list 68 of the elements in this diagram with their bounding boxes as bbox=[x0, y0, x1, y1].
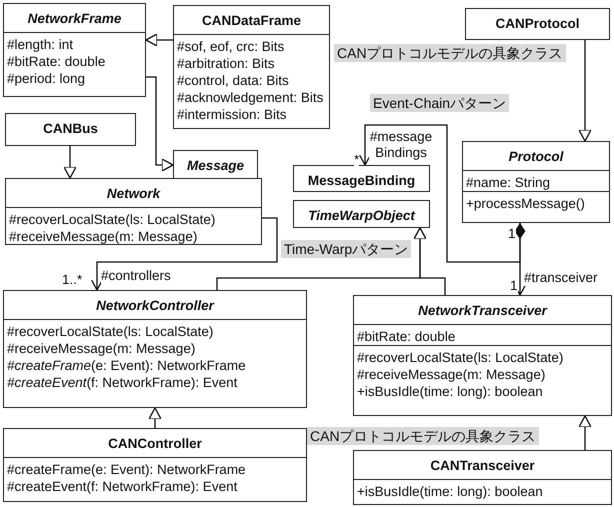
method-text: #recoverLocalState(ls: LocalState) bbox=[354, 345, 611, 366]
method-text: #receiveMessage(m: Message) bbox=[8, 228, 198, 245]
multiplicity-label: 1 bbox=[510, 278, 518, 294]
method-text: #recoverLocalState(ls: LocalState) bbox=[6, 207, 261, 228]
class-box bbox=[465, 8, 610, 40]
note-label: Time-Warpパターン bbox=[281, 240, 412, 258]
association-arrow bbox=[90, 217, 278, 291]
class-name: Network bbox=[106, 185, 162, 203]
class-box bbox=[173, 5, 330, 129]
method-text: +isBusIdle(time: long): boolean bbox=[354, 479, 611, 500]
class-name: NetworkController bbox=[95, 297, 216, 315]
attribute-text: #length: int bbox=[4, 32, 145, 53]
class-box bbox=[353, 295, 612, 416]
class-name: Protocol bbox=[508, 148, 564, 166]
method-text: #receiveMessage(m: Message) bbox=[6, 340, 196, 357]
inheritance-arrow bbox=[145, 33, 173, 47]
attribute-text: #acknowledgement: Bits bbox=[176, 89, 324, 106]
method-text: +processMessage() bbox=[463, 191, 609, 212]
attribute-text: #bitRate: double bbox=[354, 324, 611, 345]
class-box bbox=[173, 150, 258, 181]
class-name: NetworkTransceiver bbox=[417, 302, 548, 320]
inheritance-arrow bbox=[63, 146, 77, 179]
association-arrow bbox=[358, 124, 521, 263]
class-name: CANTransceiver bbox=[429, 457, 536, 475]
inheritance-arrow bbox=[413, 227, 446, 295]
method-text: #createEvent(f: NetworkFrame): Event bbox=[6, 374, 238, 391]
class-name: MessageBinding bbox=[306, 172, 416, 190]
method-text: #createFrame(e: Event): NetworkFrame bbox=[6, 357, 247, 374]
attribute-text: #name: String bbox=[463, 170, 609, 191]
inheritance-arrow bbox=[578, 415, 592, 450]
class-name: CANDataFrame bbox=[200, 12, 302, 30]
attribute-text: #period: long bbox=[6, 70, 86, 87]
method-text: #receiveMessage(m: Message) bbox=[356, 366, 546, 383]
class-name: NetworkFrame bbox=[26, 10, 122, 28]
class-box bbox=[3, 290, 307, 408]
edge-label: #message Bindings bbox=[369, 129, 433, 161]
class-box bbox=[5, 113, 136, 146]
class-name: CANBus bbox=[42, 120, 99, 138]
note-label: CANプロトコルモデルの具象クラス bbox=[334, 44, 566, 62]
class-box bbox=[293, 200, 430, 228]
method-text: #createFrame(e: Event): NetworkFrame bbox=[4, 457, 306, 478]
note-label: Event-Chainパターン bbox=[370, 94, 510, 112]
attribute-text: #arbitration: Bits bbox=[176, 55, 276, 72]
class-box bbox=[293, 165, 430, 192]
edge-label: #controllers bbox=[101, 268, 171, 284]
multiplicity-label: * bbox=[354, 152, 360, 168]
association-arrow bbox=[514, 223, 526, 296]
class-name: CANController bbox=[107, 435, 203, 453]
class-name: CANProtocol bbox=[494, 15, 580, 33]
attribute-text: #control, data: Bits bbox=[176, 72, 290, 89]
attribute-text: #sof, eof, crc: Bits bbox=[174, 34, 329, 55]
inheritance-arrow bbox=[578, 40, 592, 142]
class-box bbox=[5, 178, 262, 245]
class-box bbox=[353, 450, 612, 505]
class-name: Message bbox=[186, 157, 246, 175]
class-name: TimeWarpObject bbox=[307, 207, 416, 225]
method-text: +isBusIdle(time: long): boolean bbox=[356, 383, 544, 400]
class-box bbox=[462, 141, 610, 223]
note-label: CANプロトコルモデルの具象クラス bbox=[307, 427, 539, 445]
inheritance-arrow bbox=[148, 407, 162, 428]
attribute-text: #intermission: Bits bbox=[176, 106, 288, 123]
inheritance-arrow bbox=[146, 76, 174, 172]
method-text: #recoverLocalState(ls: LocalState) bbox=[4, 319, 306, 340]
class-box bbox=[3, 3, 146, 97]
attribute-text: #bitRate: double bbox=[6, 53, 106, 70]
edge-label: #transceiver bbox=[524, 270, 598, 286]
class-box bbox=[3, 428, 307, 502]
method-text: #createEvent(f: NetworkFrame): Event bbox=[6, 478, 238, 495]
